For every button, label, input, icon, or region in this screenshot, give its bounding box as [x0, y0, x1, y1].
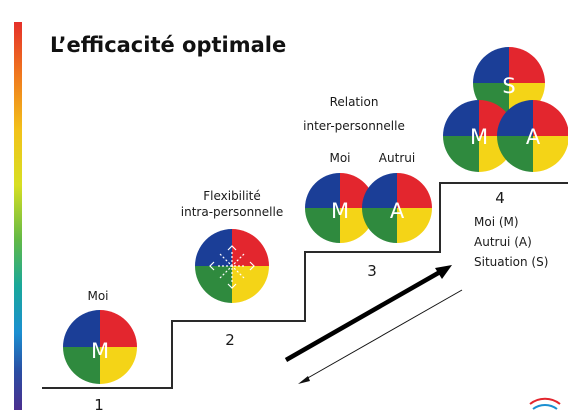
step4-circle-moi-green-quadrant [443, 136, 479, 172]
step3-circle-letter-a: A [390, 199, 405, 223]
flex-arrowhead-up [227, 245, 237, 251]
legend-situation: Situation (S) [474, 255, 548, 269]
step3-label-line2: inter-personnelle [303, 119, 405, 133]
step1-label: Moi [87, 289, 108, 303]
step3-number: 3 [367, 262, 377, 280]
step3-circle-autrui-green-quadrant [362, 208, 397, 243]
flex-arrow-d2 [219, 253, 245, 279]
step2-label-line2: intra-personnelle [181, 205, 283, 219]
step3-circle-autrui-red-quadrant [397, 173, 432, 208]
spectrum-bar [14, 22, 22, 410]
step4-circle-situation-red-quadrant [509, 47, 545, 83]
step3-circle-autrui-blue-quadrant [362, 173, 397, 208]
step4-circle-letter-a: A [526, 125, 541, 149]
flex-arrowhead-right [249, 261, 255, 271]
staircase-line [42, 182, 568, 389]
step2-circle-green-quadrant [195, 266, 232, 303]
step3-autrui-label: Autrui [379, 151, 415, 165]
step4-circle-letter-m: M [470, 125, 488, 149]
step3-circle-moi-blue-quadrant [305, 173, 340, 208]
return-arrow-line [305, 289, 463, 380]
step1-circle-green-quadrant [63, 347, 100, 384]
partial-ring-arc [529, 397, 561, 405]
step3-circle-moi-green-quadrant [305, 208, 340, 243]
quadrant-circles [63, 47, 568, 384]
step3-circle-autrui-yellow-quadrant [397, 208, 432, 243]
step1-number: 1 [94, 396, 104, 410]
step4-circle-autrui-red-quadrant [533, 100, 568, 136]
step1-circle-blue-quadrant [63, 310, 100, 347]
step2-number: 2 [225, 331, 235, 349]
step3-circle-letter-m: M [331, 199, 349, 223]
step2-circle-yellow-quadrant [232, 266, 269, 303]
step4-number: 4 [495, 189, 505, 207]
step3-circle-autrui [362, 173, 432, 243]
step3-label-line1: Relation [330, 95, 379, 109]
legend-autrui: Autrui (A) [474, 235, 532, 249]
progress-arrow-head [435, 265, 452, 279]
step4-circle-letter-s: S [502, 74, 515, 98]
step3-moi-label: Moi [329, 151, 350, 165]
step2-circle-blue-quadrant [195, 229, 232, 266]
progress-arrow-line [284, 270, 442, 362]
step4-circle-autrui-blue-quadrant [497, 100, 533, 136]
step4-circle-autrui-green-quadrant [497, 136, 533, 172]
step4-circle-moi-blue-quadrant [443, 100, 479, 136]
step1-circle [63, 310, 137, 384]
step1-circle-red-quadrant [100, 310, 137, 347]
step4-circle-autrui-yellow-quadrant [533, 136, 568, 172]
flex-arrowhead-down [227, 283, 237, 289]
step2-label-line1: Flexibilité [203, 189, 261, 203]
step4-circle-situation-blue-quadrant [473, 47, 509, 83]
step2-circle [195, 229, 269, 303]
step1-circle-yellow-quadrant [100, 347, 137, 384]
partial-ring-arc-inner [532, 404, 558, 410]
flex-arrowhead-left [209, 261, 215, 271]
step4-circle-autrui [497, 100, 568, 172]
return-arrow-head [298, 376, 310, 384]
step2-circle-red-quadrant [232, 229, 269, 266]
page-title: L’efficacité optimale [50, 33, 286, 57]
flexibility-arrows [209, 245, 255, 289]
legend-moi: Moi (M) [474, 215, 519, 229]
step1-circle-letter: M [91, 339, 109, 363]
